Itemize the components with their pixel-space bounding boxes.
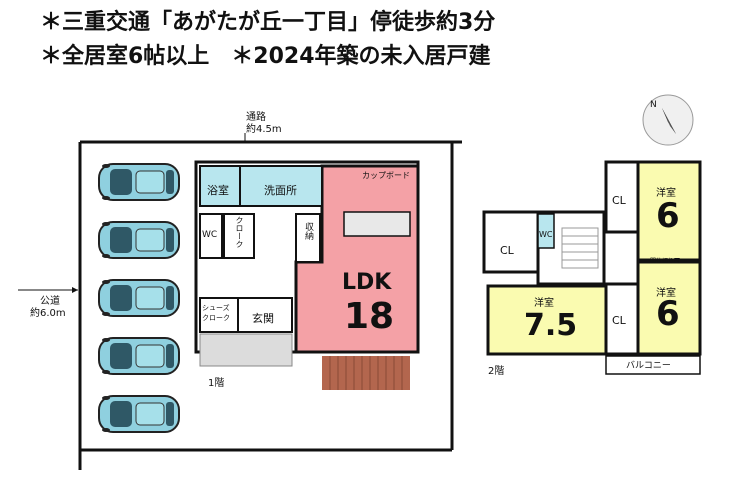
parked-car-icon (96, 160, 182, 204)
floor1-label: 1階 (208, 378, 225, 389)
entrance-label: 玄関 (252, 312, 274, 325)
parked-car-icon (96, 392, 182, 436)
compass-north-label: N (650, 100, 657, 110)
room-a-name: 洋室 (534, 298, 554, 309)
storage-label: 収納 (303, 222, 313, 240)
room-c-name: 洋室 (656, 288, 676, 299)
compass: N (640, 92, 696, 148)
shoe-cloak-label: シューズクローク (202, 304, 230, 322)
headline-line-1: ＊三重交通「あがたが丘一丁目」停徒歩約3分 (40, 10, 496, 35)
room-a-size: 7.5 (524, 308, 578, 343)
cl-a-label: CL (612, 314, 626, 327)
bath-label: 浴室 (207, 184, 229, 197)
road-top-width: 約4.5m (246, 124, 282, 135)
ldk-name: LDK (342, 270, 392, 295)
room-b-size: 6 (656, 196, 680, 236)
wc-label-1f: WC (202, 230, 218, 240)
cl-left-label: CL (500, 244, 514, 257)
road-top-label: 通路 (246, 112, 266, 123)
parked-car-icon (96, 334, 182, 378)
parked-car-icon (96, 276, 182, 320)
ldk-size: 18 (344, 296, 395, 337)
parked-car-icon (96, 218, 182, 262)
cloak-label: クローク (235, 216, 244, 248)
washroom-label: 洗面所 (264, 184, 297, 197)
cupboard-label: カップボード (362, 171, 410, 180)
room-c-size: 6 (656, 294, 680, 334)
floor2-label: 2階 (488, 366, 505, 377)
compass-icon (642, 94, 694, 146)
road-left-label: 公道 (40, 296, 60, 307)
wc-label-2f: WC (539, 230, 553, 239)
room-b-name: 洋室 (656, 188, 676, 199)
cl-b-label: CL (612, 194, 626, 207)
headline-line-2: ＊全居室6帖以上 ＊2024年築の未入居戸建 (40, 44, 491, 69)
road-left-width: 約6.0m (30, 308, 66, 319)
partition-label: 間仕切り可 (650, 258, 681, 265)
balcony-label: バルコニー (626, 361, 671, 371)
